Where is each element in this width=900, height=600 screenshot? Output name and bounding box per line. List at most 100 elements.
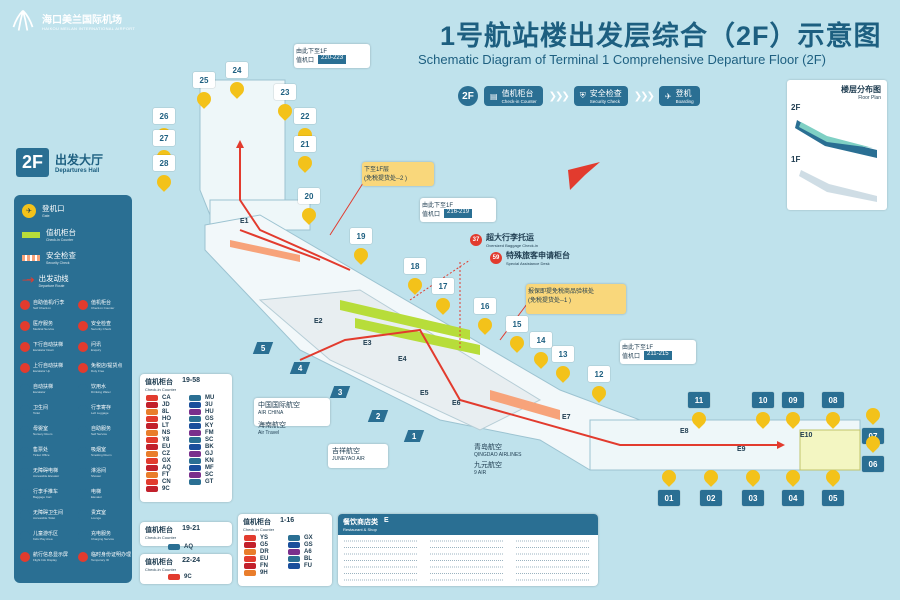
floor-plan-drawing: 2F 1F xyxy=(791,103,877,202)
airline-code: CN xyxy=(146,479,183,485)
legend-symbol-icon xyxy=(20,551,30,562)
legend-symbol-icon xyxy=(20,383,30,394)
legend-symbol-icon xyxy=(20,509,30,520)
airline-logo-icon xyxy=(189,444,201,450)
legend-symbol-icon xyxy=(78,299,88,310)
legend-symbol-icon xyxy=(20,446,30,457)
airline-logo-icon xyxy=(189,423,201,429)
legend-symbol-icon xyxy=(78,362,88,373)
decorative-airplane-icon xyxy=(568,162,600,190)
airline-logo-icon xyxy=(146,437,158,443)
legend-symbol-icon xyxy=(20,425,30,436)
gate-17: 17 xyxy=(432,278,454,294)
airline-logo-icon xyxy=(244,556,256,562)
gate-10: 10 xyxy=(752,392,774,408)
gate-15: 15 xyxy=(506,316,528,332)
airline-code: GT xyxy=(189,479,226,485)
airline-code: CZ xyxy=(146,451,183,457)
airline-code: KN xyxy=(189,458,226,464)
airline-code: SC xyxy=(189,437,226,443)
gate-01: 01 xyxy=(658,490,680,506)
gate-22: 22 xyxy=(294,108,316,124)
dining-zone-e3: E3 xyxy=(363,340,372,347)
airline-code: LT xyxy=(146,423,183,429)
airline-code: FN xyxy=(244,563,282,569)
dining-zone-e6: E6 xyxy=(452,400,461,407)
flow-arrows-icon: ❯❯❯ xyxy=(548,90,570,102)
legend-symbol-icon xyxy=(78,509,88,520)
gate-08: 08 xyxy=(822,392,844,408)
airline-code: 8L xyxy=(146,409,183,415)
legend-symbol-icon xyxy=(78,383,88,394)
legend-symbol-icon xyxy=(78,488,88,499)
departure-route-arrow-icon: - - ➔ xyxy=(22,275,35,286)
airline-code: GX xyxy=(288,535,326,541)
legend-title: 出发大厅 xyxy=(55,153,104,167)
airport-logo: 海口美兰国际机场 HAIKOU MEILAN INTERNATIONAL AIR… xyxy=(10,8,135,34)
dining-list-lines xyxy=(344,540,590,581)
airline-logo-icon xyxy=(146,458,158,464)
gate-14: 14 xyxy=(530,332,552,348)
gate-26: 26 xyxy=(153,108,175,124)
dining-zone-e9: E9 xyxy=(737,446,746,453)
legend-title-en: Departures Hall xyxy=(55,168,100,174)
gate-02: 02 xyxy=(700,490,722,506)
airline-code: MF xyxy=(189,465,226,471)
dining-zone-e1: E1 xyxy=(240,218,249,225)
dining-zone-e8: E8 xyxy=(680,428,689,435)
gate-20: 20 xyxy=(298,188,320,204)
gate-19: 19 xyxy=(350,228,372,244)
airline-logo-icon xyxy=(288,535,300,541)
dining-zone-e10: E10 xyxy=(800,432,813,439)
airline-logo-icon xyxy=(288,563,300,569)
gate-11: 11 xyxy=(688,392,710,408)
legend-symbol-icon xyxy=(20,488,30,499)
airline-code: MU xyxy=(189,395,226,401)
airline-code: FU xyxy=(288,563,326,569)
airline-logo-icon xyxy=(189,409,201,415)
legend-floor-badge: 2F xyxy=(16,148,50,177)
airline-code: 9C xyxy=(146,486,183,492)
airline-logo-icon xyxy=(146,444,158,450)
security-swatch-icon xyxy=(22,254,40,261)
airline-logo-icon xyxy=(189,479,201,485)
legend-symbol-icon xyxy=(78,530,88,541)
airline-logo-icon xyxy=(146,409,158,415)
airline-code: HO xyxy=(146,416,183,422)
gate-27: 27 xyxy=(153,130,175,146)
legend-symbol-icon xyxy=(20,530,30,541)
airline-logo-icon xyxy=(146,479,158,485)
floor-label-2f: 2F xyxy=(791,103,800,112)
gate-05: 05 xyxy=(822,490,844,506)
airline-logo-icon xyxy=(146,430,158,436)
airline-logo-icon xyxy=(146,395,158,401)
airline-code: EU xyxy=(244,556,282,562)
airline-code: DR xyxy=(244,549,282,555)
